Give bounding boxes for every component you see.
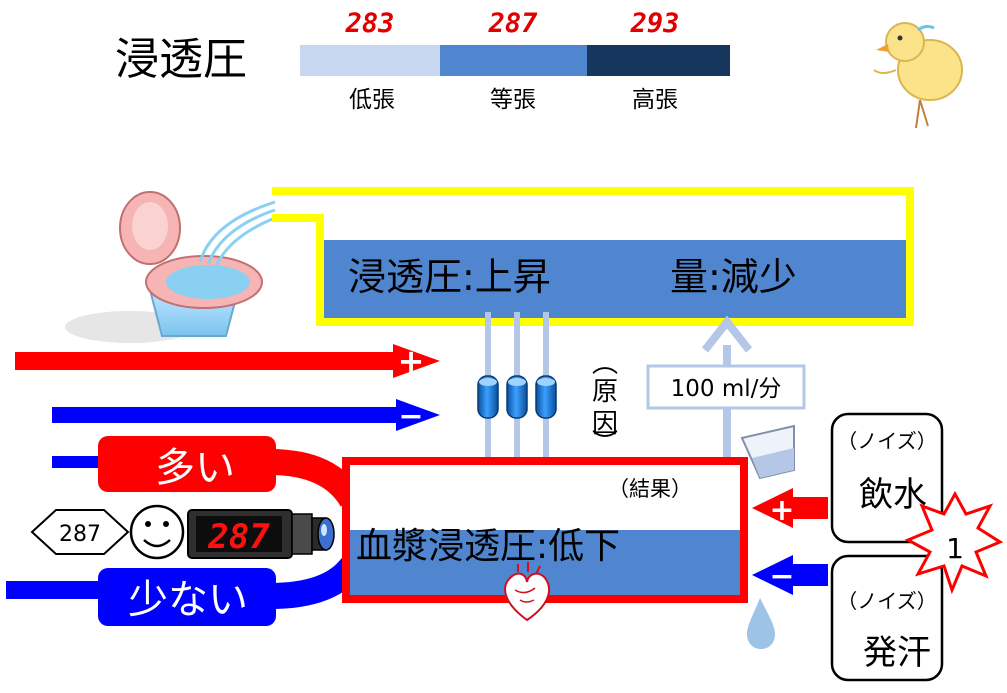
scale-value-287: 287 [488, 8, 539, 39]
more-pill [98, 436, 276, 492]
burst-number: 1 [946, 532, 964, 565]
heart-icon [504, 562, 550, 622]
flow-rate-text: 100 ml/分 [671, 376, 782, 402]
sensor-display-value: 287 [207, 517, 270, 557]
capsule-icons [477, 375, 557, 419]
burst-badge: 1 [904, 490, 1004, 595]
sweating-minus-sign: − [769, 559, 794, 594]
scale-segment-isotonic [440, 45, 587, 76]
setpoint-value: 287 [59, 522, 101, 547]
loop-minus-sign: − [398, 399, 423, 434]
scale-title: 浸透圧 [115, 34, 247, 85]
sweat-drop-icon [746, 598, 776, 649]
upper-yellow-border [272, 187, 914, 326]
chick-icon [873, 22, 963, 129]
scale-segment-hypertonic [587, 45, 730, 76]
feedback-loop: + − 多い 少ない [6, 342, 440, 626]
cause-label-line1: ︵原因︶ [592, 349, 618, 459]
loop-plus-sign: + [398, 342, 425, 380]
drinking-plus-sign: + [769, 493, 794, 528]
sweating-box [830, 554, 944, 682]
scale-label-hypertonic: 高張 [632, 87, 678, 113]
flow-rate-box [646, 364, 806, 410]
drinking-noise-tag: （ノイズ） [837, 429, 936, 453]
toilet-icon [65, 191, 276, 343]
drinking-box [830, 412, 944, 544]
upper-text-osmolality-up: 浸透圧:上昇 [348, 255, 551, 299]
drinking-label: 飲水 [859, 475, 927, 515]
scale-label-isotonic: 等張 [490, 87, 536, 113]
upper-fluid [324, 240, 906, 318]
sweating-label: 発汗 [863, 633, 931, 673]
noise-sweating: （ノイズ） 発汗 − [746, 554, 944, 682]
scale-segment-hypotonic [300, 45, 440, 76]
more-label: 多い [155, 445, 235, 491]
smiley-face-icon [129, 504, 185, 560]
scale-value-293: 293 [630, 8, 680, 39]
scale-label-hypotonic: 低張 [349, 87, 395, 113]
setpoint-hexagon [30, 509, 130, 555]
osmolality-scale: 浸透圧 283 287 293 低張 等張 高張 [115, 8, 730, 113]
plasma-compartment: （結果） 血漿浸透圧:低下 [342, 457, 748, 622]
camera-sensor-icon [187, 509, 335, 559]
sensor-row: 287 287 [30, 504, 335, 560]
plasma-text-osmolality-down: 血漿浸透圧:低下 [356, 526, 620, 567]
less-label: 少ない [128, 577, 248, 623]
upper-compartment: 浸透圧:上昇 量:減少 [272, 187, 914, 326]
water-glass-icon [740, 424, 795, 480]
sweating-noise-tag: （ノイズ） [837, 589, 936, 613]
less-pill [98, 568, 276, 626]
result-caption: （結果） [608, 477, 692, 501]
noise-drinking: （ノイズ） 飲水 + [740, 412, 944, 544]
upper-text-volume-down: 量:減少 [670, 255, 797, 299]
scale-value-283: 283 [345, 8, 395, 39]
